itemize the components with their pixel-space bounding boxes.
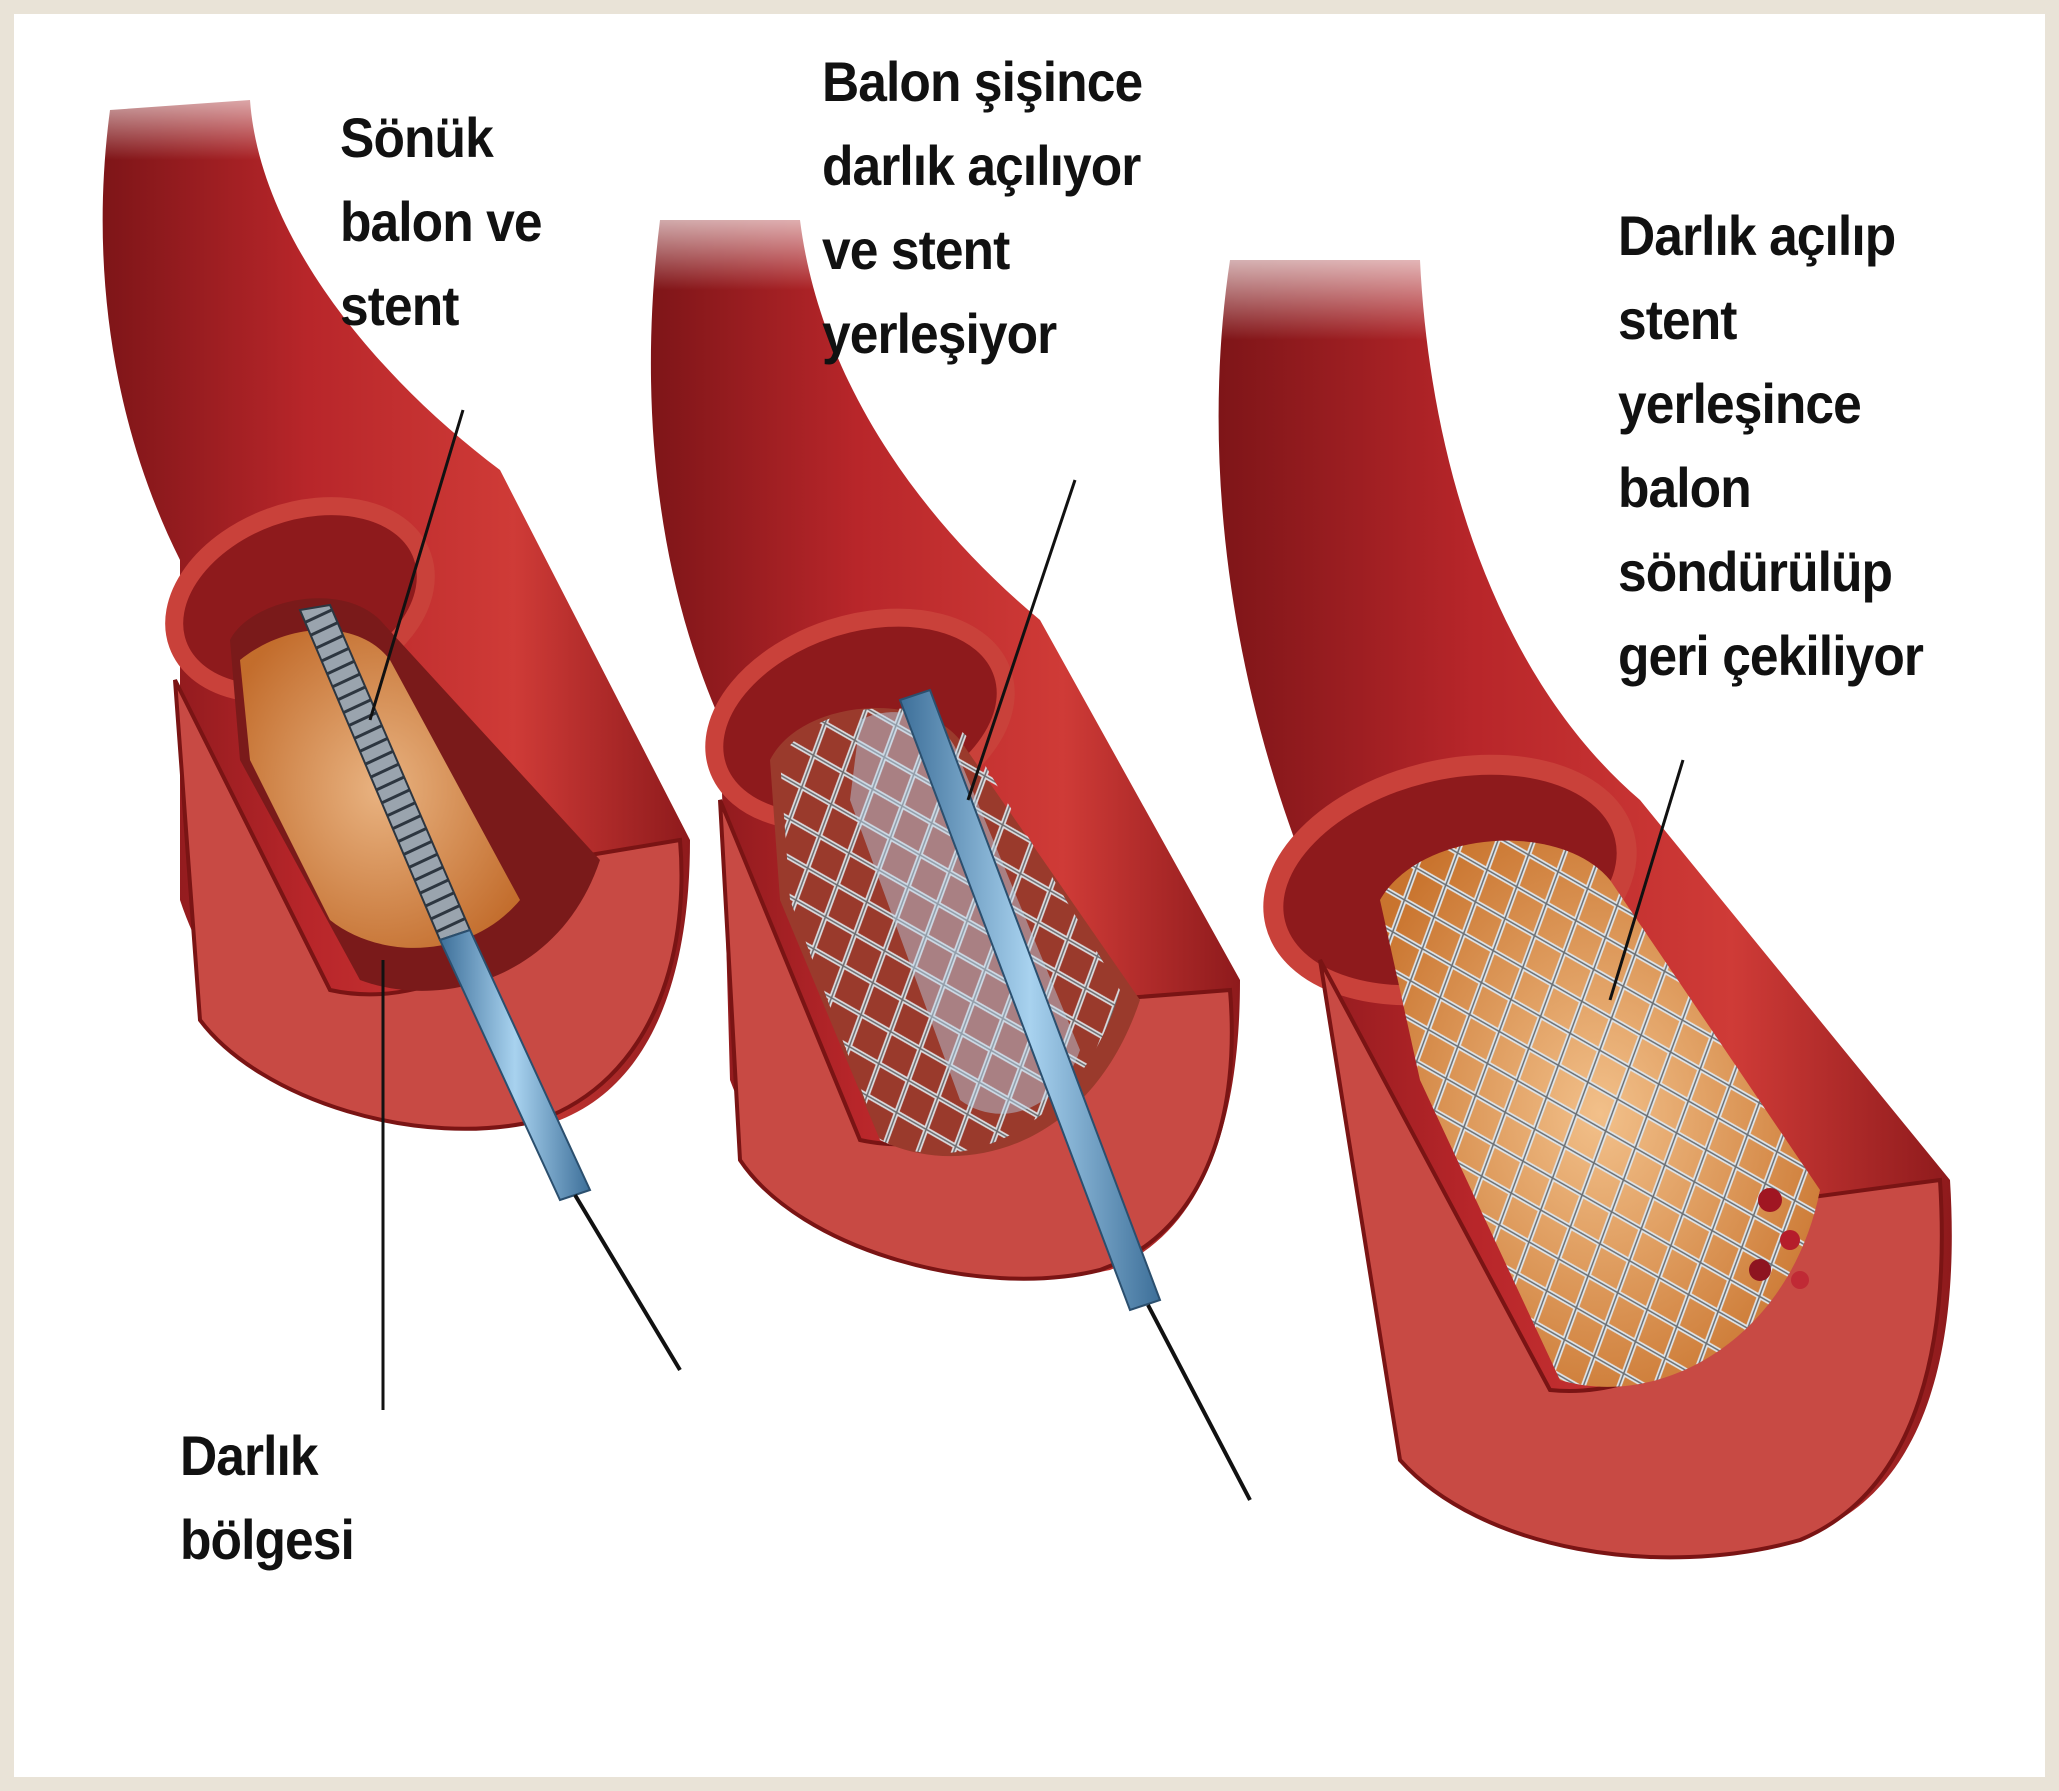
label-inflated-line-1: Balon şişince — [822, 40, 1142, 124]
label-deployed-line-5: söndürülüp — [1618, 530, 1923, 614]
label-inflated-line-4: yerleşiyor — [822, 292, 1142, 376]
vessel-1-fade — [60, 60, 320, 260]
label-deployed-line-1: Darlık açılıp — [1618, 194, 1923, 278]
label-narrowing-line-1: Darlık — [180, 1414, 354, 1498]
label-deployed-stent: Darlık açılıp stent yerleşince balon sön… — [1618, 194, 1923, 698]
label-deployed-line-4: balon — [1618, 446, 1923, 530]
label-inflated-balloon: Balon şişince darlık açılıyor ve stent y… — [822, 40, 1142, 376]
label-narrowing-region: Darlık bölgesi — [180, 1414, 354, 1582]
label-deployed-line-2: stent — [1618, 278, 1923, 362]
label-deployed-line-6: geri çekiliyor — [1618, 614, 1923, 698]
label-deployed-line-3: yerleşince — [1618, 362, 1923, 446]
label-deflated-line-1: Sönük — [340, 96, 542, 180]
vessel-2-guidewire — [1148, 1305, 1250, 1500]
label-narrowing-line-2: bölgesi — [180, 1498, 354, 1582]
label-deflated-balloon-stent: Sönük balon ve stent — [340, 96, 542, 348]
vessel-1-guidewire — [575, 1195, 680, 1370]
label-inflated-line-3: ve stent — [822, 208, 1142, 292]
vessel-3-fade — [1190, 220, 1460, 460]
label-deflated-line-3: stent — [340, 264, 542, 348]
label-deflated-line-2: balon ve — [340, 180, 542, 264]
vessel-2 — [620, 180, 1250, 1500]
label-inflated-line-2: darlık açılıyor — [822, 124, 1142, 208]
